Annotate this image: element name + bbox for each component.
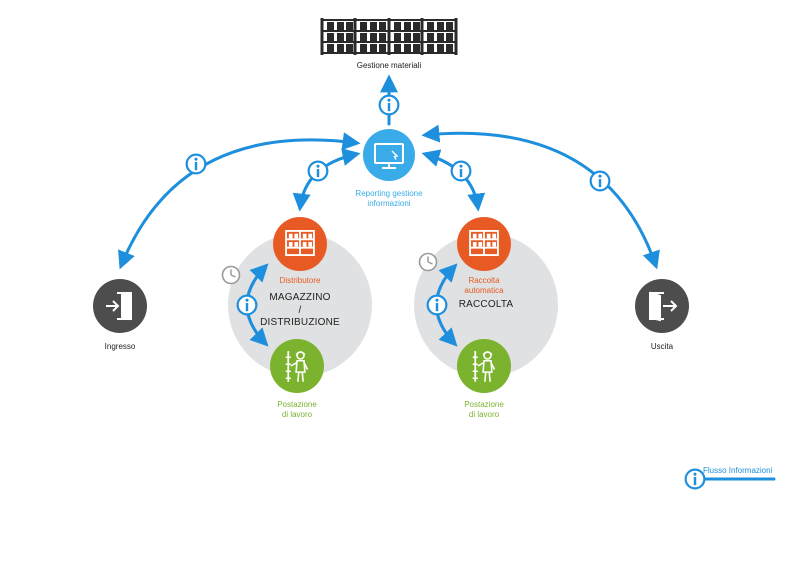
left-workstation-label: Postazione di lavoro [262, 400, 332, 420]
reporting-label-line2: informazioni [367, 199, 411, 208]
entrance-door-icon [106, 291, 132, 321]
left-workstation-line1: Postazione [277, 400, 317, 409]
magazzino-label: MAGAZZINO / DISTRIBUZIONE [240, 292, 360, 330]
reporting-label: Reporting gestione informazioni [339, 189, 439, 209]
info-icon [307, 160, 329, 182]
distributor-label: Distributore [279, 276, 321, 285]
flow-arrow-exit [421, 124, 660, 270]
raccolta-label: RACCOLTA [458, 299, 514, 310]
reporting-label-line1: Reporting gestione [355, 189, 423, 198]
monitor-icon [374, 143, 404, 169]
magazzino-line1: MAGAZZINO [269, 292, 331, 303]
info-icon [684, 468, 706, 490]
info-icon [378, 94, 400, 116]
clock-icon [418, 252, 438, 272]
left-workstation-line2: di lavoro [281, 410, 313, 419]
right-workstation-label: Postazione di lavoro [449, 400, 519, 420]
reporting-node [363, 129, 415, 181]
materials-label: Gestione materiali [356, 61, 422, 70]
info-icon [450, 160, 472, 182]
exit-node [635, 279, 689, 333]
right-workstation-line2: di lavoro [468, 410, 500, 419]
warehouse-shelving-icon [320, 18, 458, 55]
info-icon [185, 153, 207, 175]
flow-arrow-entry [118, 132, 361, 270]
entry-label: Ingresso [104, 342, 136, 351]
clock-icon [221, 265, 241, 285]
magazzino-line2: / [298, 304, 302, 316]
exit-door-icon [649, 291, 678, 322]
right-workstation-line1: Postazione [464, 400, 504, 409]
raccolta-automatica-line1: Raccolta [468, 276, 500, 285]
raccolta-automatica-line2: automatica [464, 286, 504, 295]
exit-label: Uscita [650, 342, 674, 351]
entry-node [93, 279, 147, 333]
info-icon [589, 170, 611, 192]
raccolta-automatica-label: Raccolta automatica [449, 276, 519, 296]
legend-label: Flusso Informazioni [703, 466, 773, 475]
magazzino-line3: DISTRIBUZIONE [260, 317, 340, 328]
